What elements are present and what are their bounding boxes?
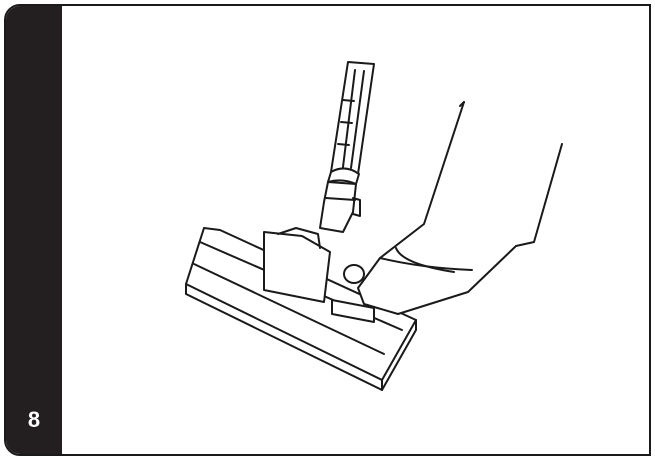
vacuum-floor-nozzle-foot-press-icon — [185, 61, 563, 391]
nozzle-neck — [319, 181, 361, 233]
telescopic-tube — [327, 61, 375, 185]
instruction-panel: 8 — [4, 4, 651, 456]
foot-and-leg — [357, 101, 563, 315]
floor-nozzle — [185, 227, 417, 391]
step-sidebar: 8 — [6, 6, 62, 454]
step-number: 8 — [27, 407, 41, 432]
